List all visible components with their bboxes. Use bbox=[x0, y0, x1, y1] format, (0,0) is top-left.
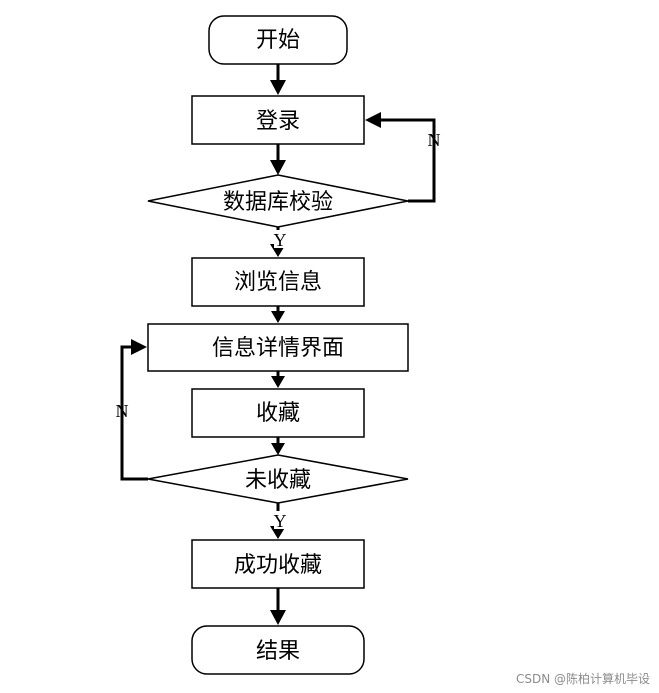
arrow-db-no bbox=[365, 112, 381, 128]
detail-process bbox=[147, 323, 409, 372]
arrow-success-end bbox=[270, 610, 286, 625]
start-label: 开始 bbox=[256, 28, 300, 53]
browse-process bbox=[191, 257, 365, 307]
db-check-label: 数据库校验 bbox=[223, 190, 333, 215]
db-no-label: N bbox=[428, 130, 441, 150]
login-process bbox=[191, 95, 365, 145]
watermark-text: CSDN @陈柏计算机毕设 bbox=[516, 671, 650, 686]
arrow-favorite-decision bbox=[271, 443, 285, 455]
fav-no-label: N bbox=[116, 401, 129, 421]
favorite-label: 收藏 bbox=[256, 401, 300, 426]
success-label: 成功收藏 bbox=[234, 553, 322, 578]
arrow-start-login bbox=[270, 80, 286, 95]
success-process bbox=[191, 539, 365, 589]
connector-db-no-loop bbox=[378, 118, 436, 203]
arrow-browse-detail bbox=[271, 311, 285, 323]
detail-label: 信息详情界面 bbox=[212, 336, 344, 361]
connector-fav-no-loop bbox=[120, 345, 148, 481]
arrow-decision-success bbox=[270, 526, 286, 539]
fav-yes-label: Y bbox=[274, 511, 287, 531]
end-label: 结果 bbox=[256, 639, 300, 664]
login-label: 登录 bbox=[256, 109, 300, 134]
arrow-detail-favorite bbox=[271, 376, 285, 388]
not-favorited-label: 未收藏 bbox=[245, 468, 311, 493]
arrow-fav-no bbox=[131, 339, 147, 355]
arrow-login-db bbox=[270, 160, 286, 175]
browse-label: 浏览信息 bbox=[234, 270, 322, 295]
end-terminator bbox=[191, 625, 365, 675]
db-yes-label: Y bbox=[274, 230, 287, 250]
